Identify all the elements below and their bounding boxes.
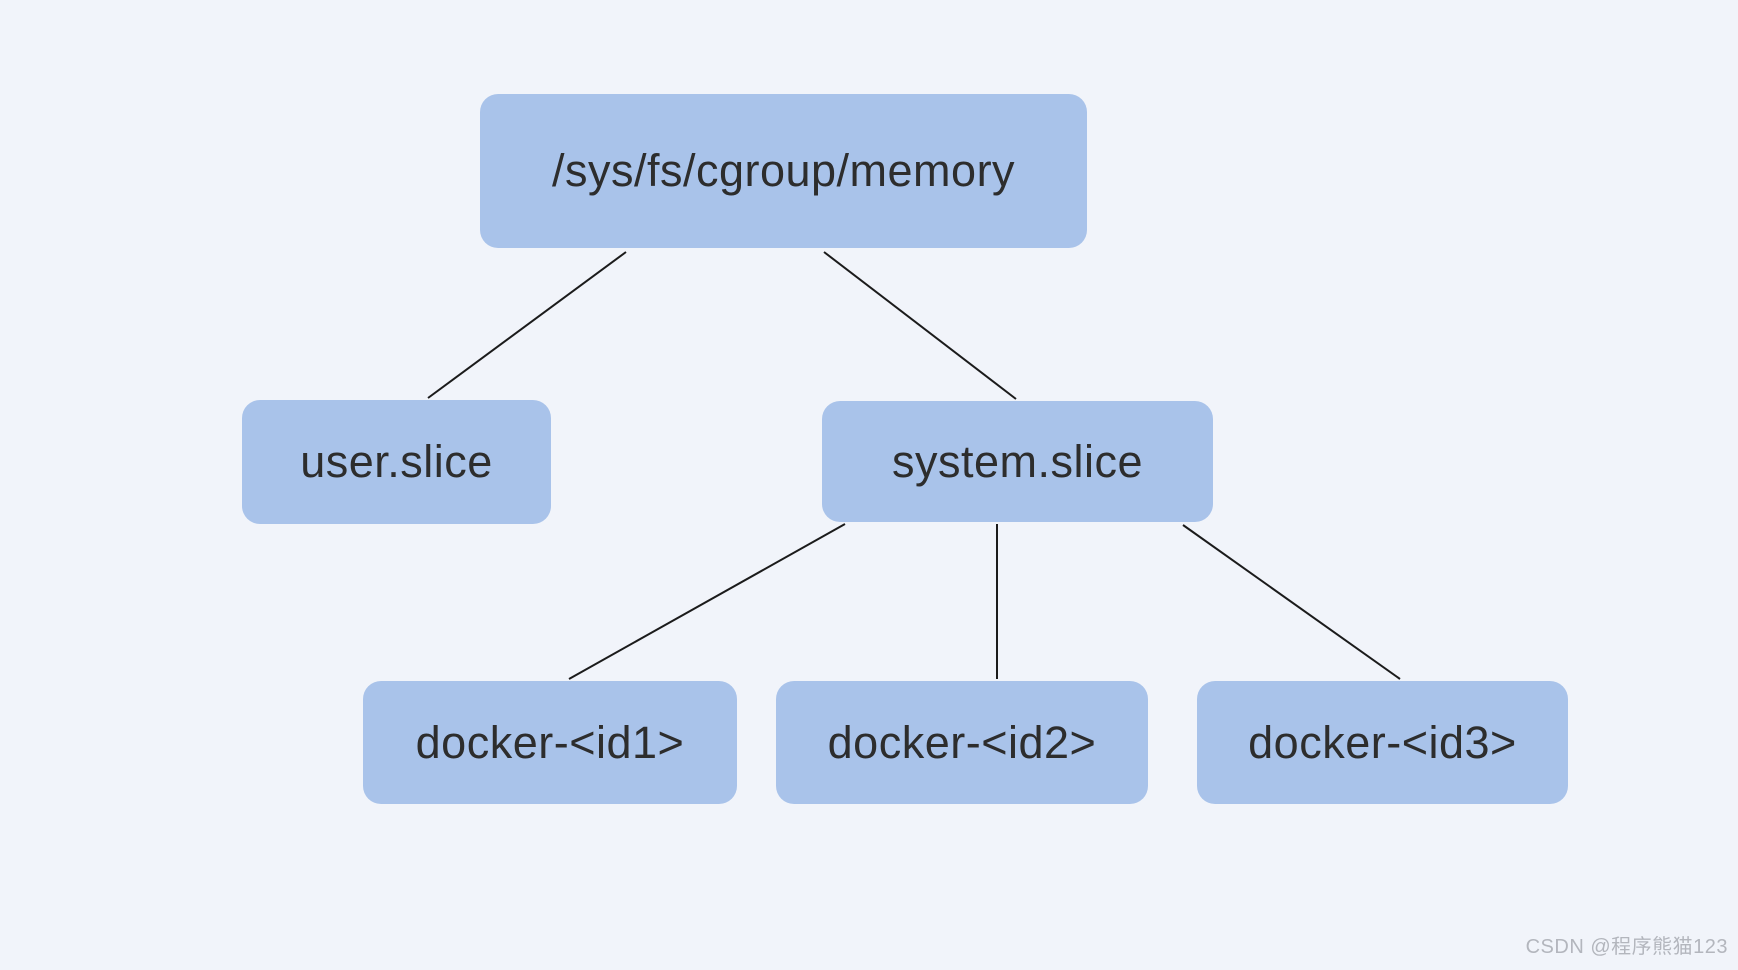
node-label: docker-<id1> (415, 716, 685, 768)
node-label: user.slice (300, 436, 493, 487)
node-system-slice: system.slice (822, 401, 1213, 522)
node-sys-fs-cgroup-memory: /sys/fs/cgroup/memory (480, 94, 1087, 248)
node-docker-id3: docker-<id3> (1197, 681, 1568, 804)
node-label: docker-<id2> (827, 716, 1097, 768)
node-user-slice: user.slice (242, 400, 551, 524)
edge-system-slice-to-docker-id1 (568, 523, 846, 680)
node-docker-id1: docker-<id1> (363, 681, 737, 804)
edge-system-slice-to-docker-id3 (1182, 524, 1401, 680)
csdn-watermark: CSDN @程序熊猫123 (1525, 936, 1728, 958)
edge-root-to-user-slice (427, 251, 627, 399)
node-label: docker-<id3> (1248, 716, 1517, 768)
node-docker-id2: docker-<id2> (776, 681, 1148, 804)
edge-root-to-system-slice (823, 251, 1017, 400)
node-label: system.slice (891, 435, 1144, 487)
node-label: /sys/fs/cgroup/memory (551, 145, 1016, 196)
